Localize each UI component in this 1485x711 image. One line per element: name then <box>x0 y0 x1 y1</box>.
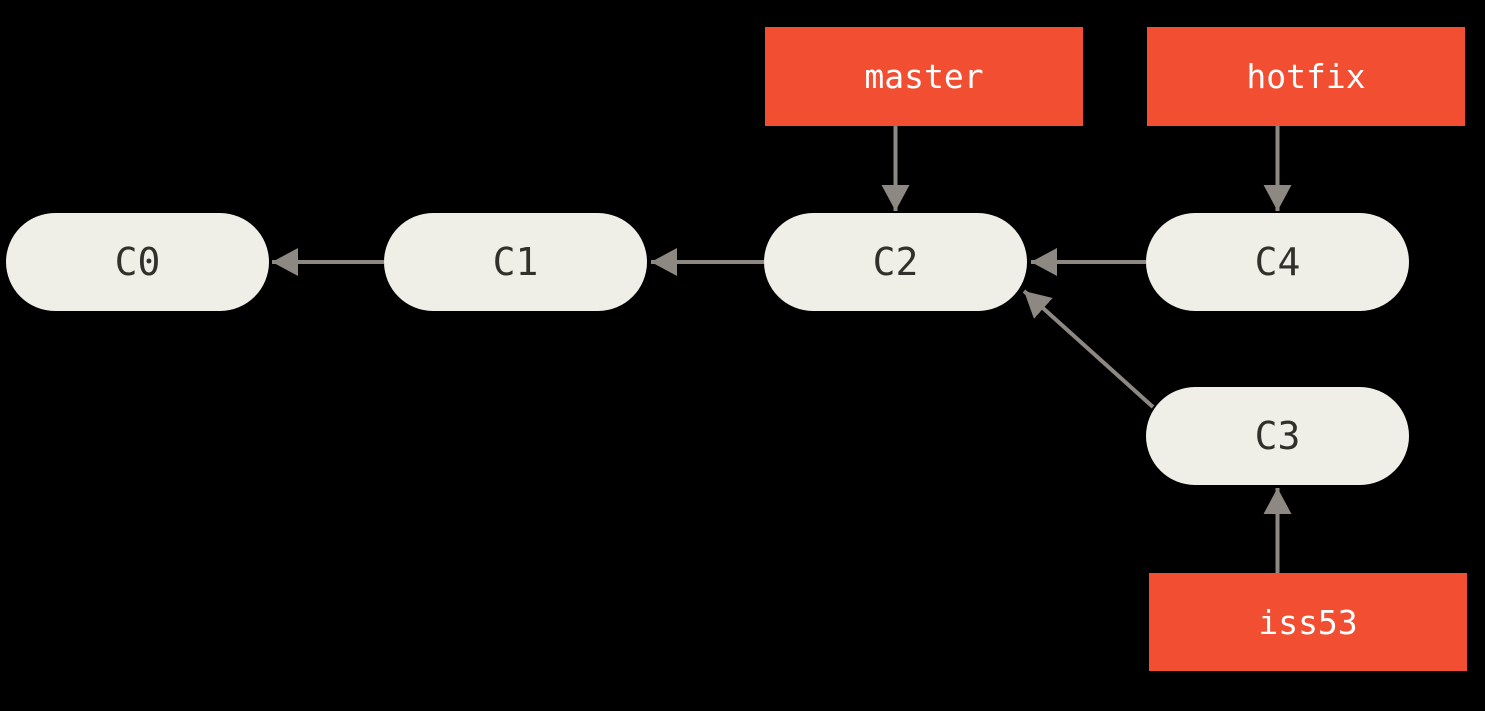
commit-node-c4: C4 <box>1146 213 1409 311</box>
branch-label-hotfix: hotfix <box>1147 27 1465 126</box>
commit-node-c1: C1 <box>384 213 647 311</box>
branch-label-master: master <box>765 27 1083 126</box>
branch-label-iss53: iss53 <box>1149 573 1467 671</box>
edge-c3-to-c2-arrow <box>1022 289 1155 409</box>
commit-node-c0: C0 <box>6 213 269 311</box>
commit-node-c2: C2 <box>764 213 1027 311</box>
commit-node-c3: C3 <box>1146 387 1409 485</box>
